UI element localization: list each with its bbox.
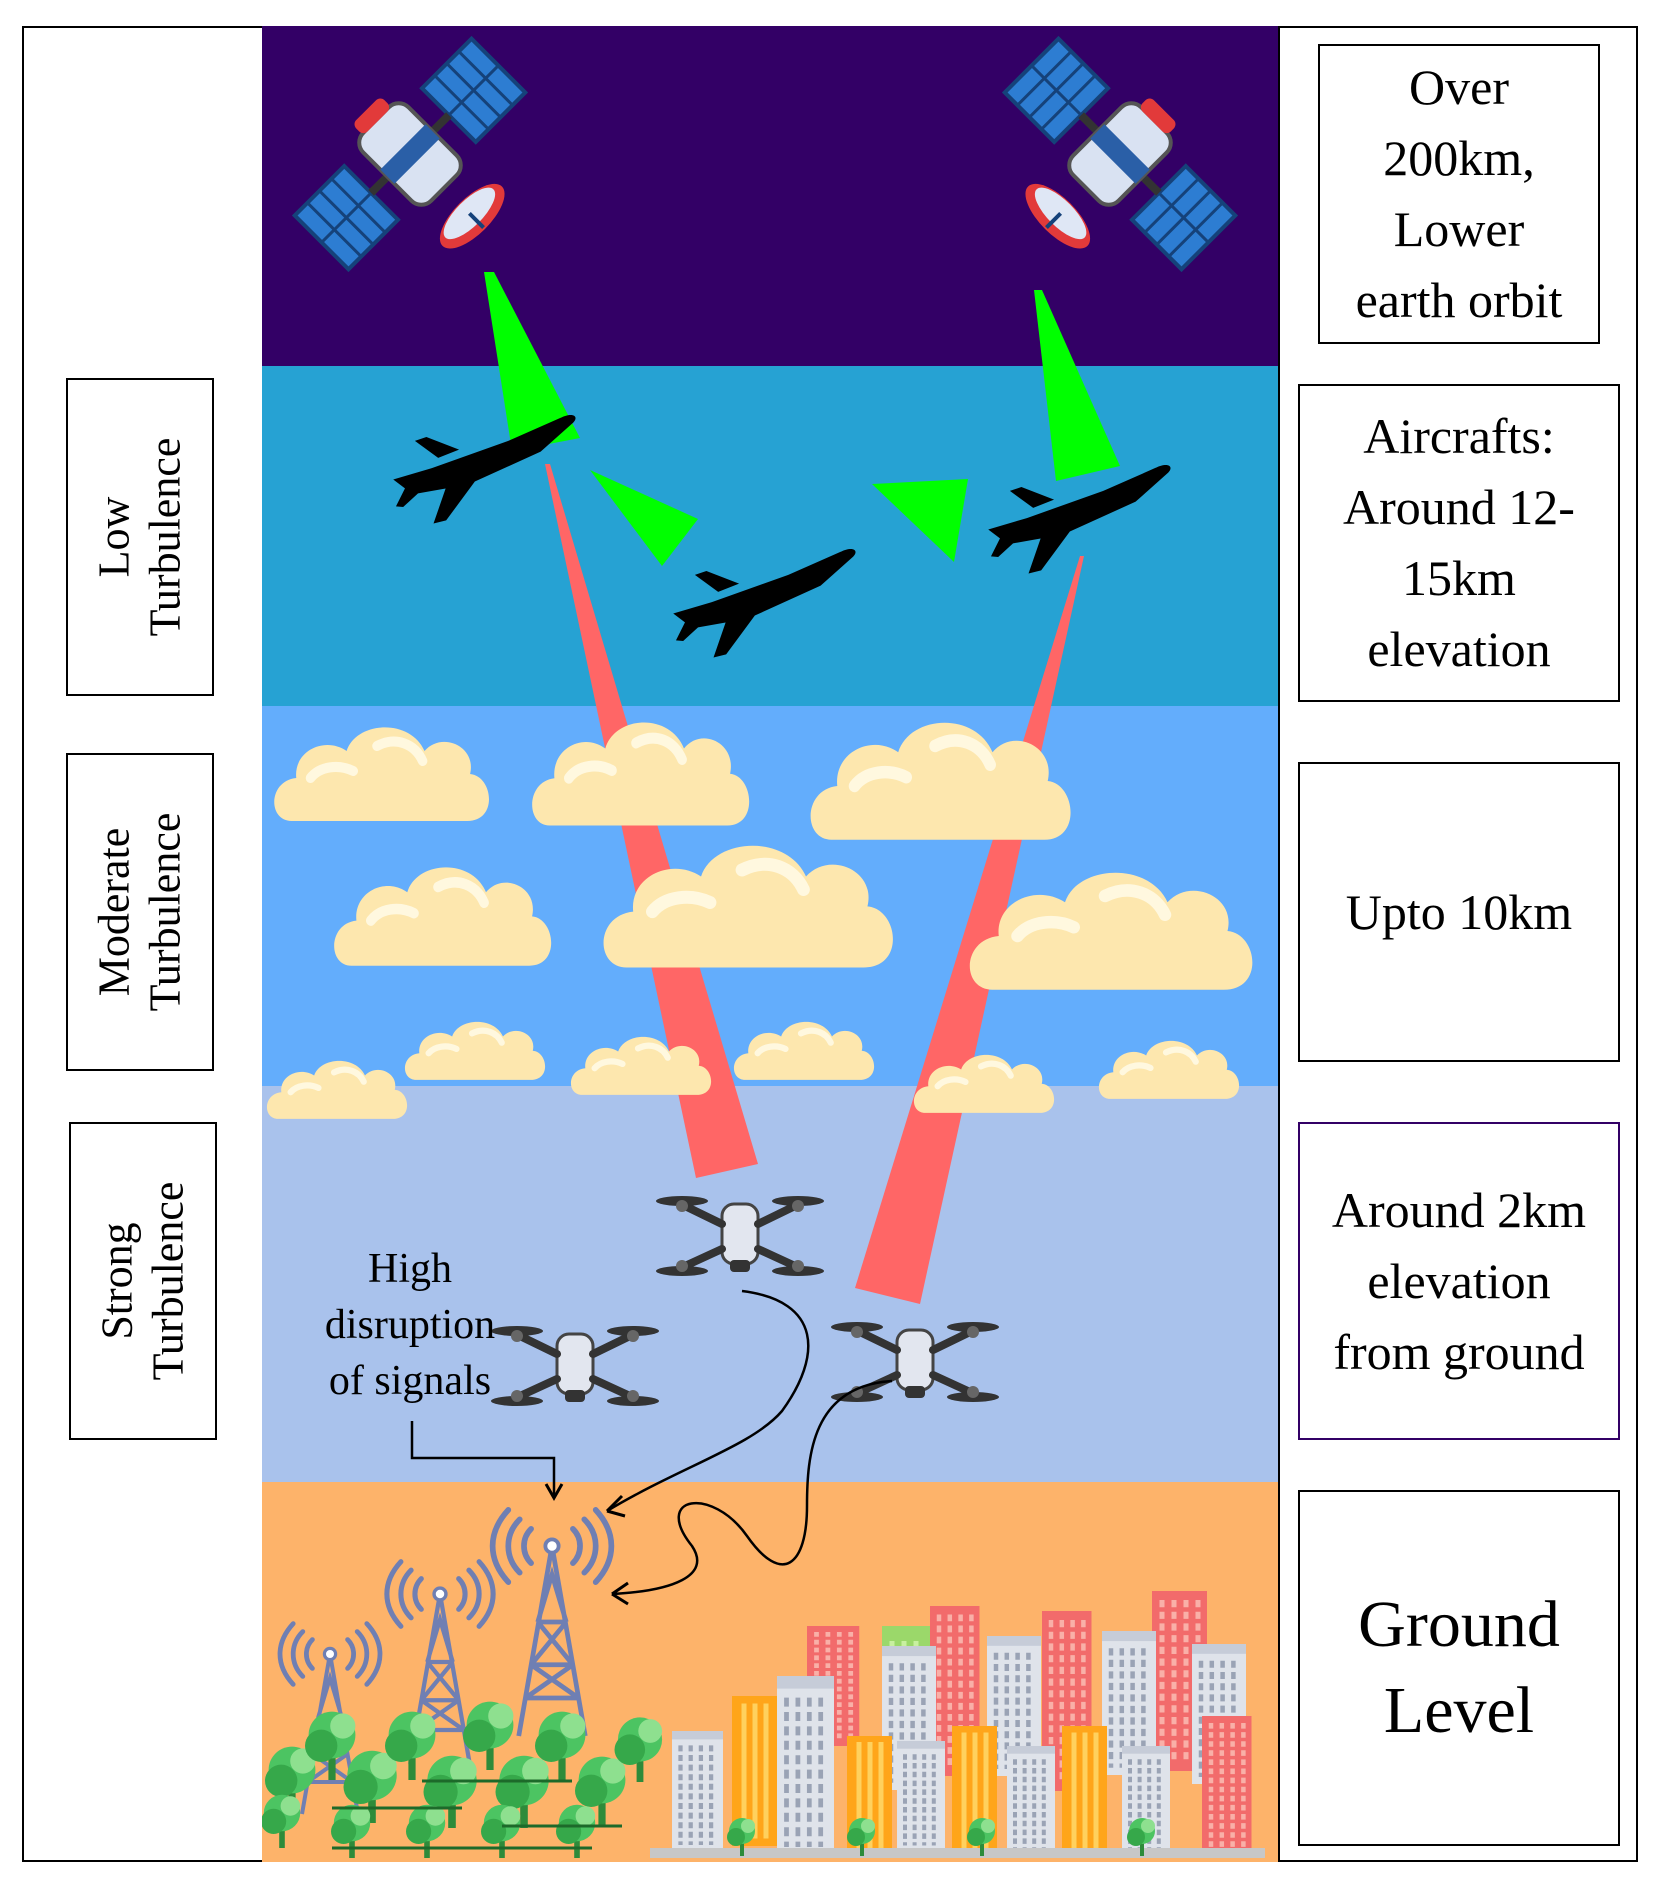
aircraft-layer — [262, 366, 1278, 706]
atmosphere-scene: High disruption of signals — [262, 26, 1278, 1862]
arrowhead-right — [611, 1581, 629, 1606]
green-beam-plane-left — [590, 470, 698, 566]
building-icon — [672, 1731, 723, 1851]
building-icon — [1062, 1726, 1107, 1856]
building-icon — [777, 1676, 834, 1856]
clouds-label: Upto 10km — [1345, 884, 1573, 940]
building-icon — [897, 1741, 945, 1851]
ground-lines — [332, 1779, 622, 1850]
arrowhead-left — [605, 1494, 626, 1518]
annotation-line-3: of signals — [329, 1358, 491, 1404]
green-beam-plane-right — [872, 479, 968, 562]
street — [650, 1848, 1265, 1858]
drone-layer — [262, 1086, 1278, 1482]
annotation-line-2: disruption — [325, 1302, 495, 1348]
annotation-pointer — [410, 1421, 556, 1496]
annotation-arrowhead — [544, 1483, 564, 1502]
annotation-line-1: High — [368, 1246, 452, 1292]
disruption-curve-left — [606, 1289, 810, 1513]
disruption-curve-right — [611, 1379, 893, 1596]
clouds-label-box: Upto 10km — [1298, 762, 1620, 1062]
green-beam-sat-left — [484, 272, 580, 451]
building-icon — [1202, 1716, 1252, 1856]
green-beam-sat-right — [1034, 290, 1120, 481]
building-icon — [1007, 1746, 1055, 1856]
